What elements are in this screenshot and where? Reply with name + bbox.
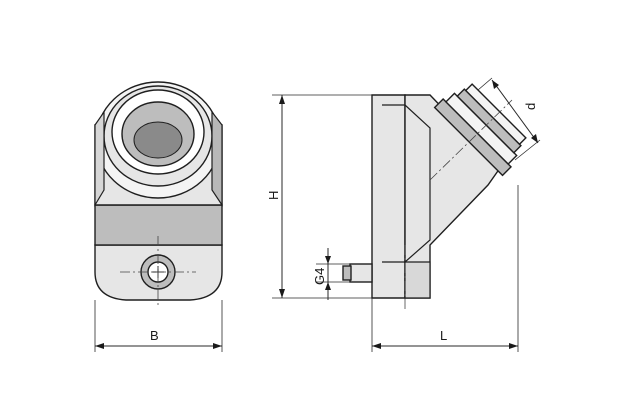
front-shoulder-left (94, 110, 105, 208)
side-flange-ring-4 (464, 83, 527, 146)
front-view: B (94, 81, 223, 352)
label-g4: G4 (312, 268, 327, 285)
side-port-fitting (349, 263, 373, 283)
label-b: B (150, 328, 159, 343)
front-bore-deep (133, 121, 183, 159)
side-port-tip (342, 265, 352, 281)
front-shoulder-right (211, 110, 223, 207)
side-lower-step (404, 261, 431, 299)
label-h: H (266, 191, 281, 200)
side-inner-face (382, 104, 431, 263)
side-bore-centerline (429, 99, 513, 181)
label-l: L (440, 328, 447, 343)
side-base-plate (371, 94, 406, 299)
side-view: d H G4 L (266, 77, 541, 352)
side-flange-group (433, 83, 527, 177)
front-band (94, 204, 223, 246)
label-d: d (523, 103, 538, 110)
dimension-line-d (491, 79, 539, 144)
